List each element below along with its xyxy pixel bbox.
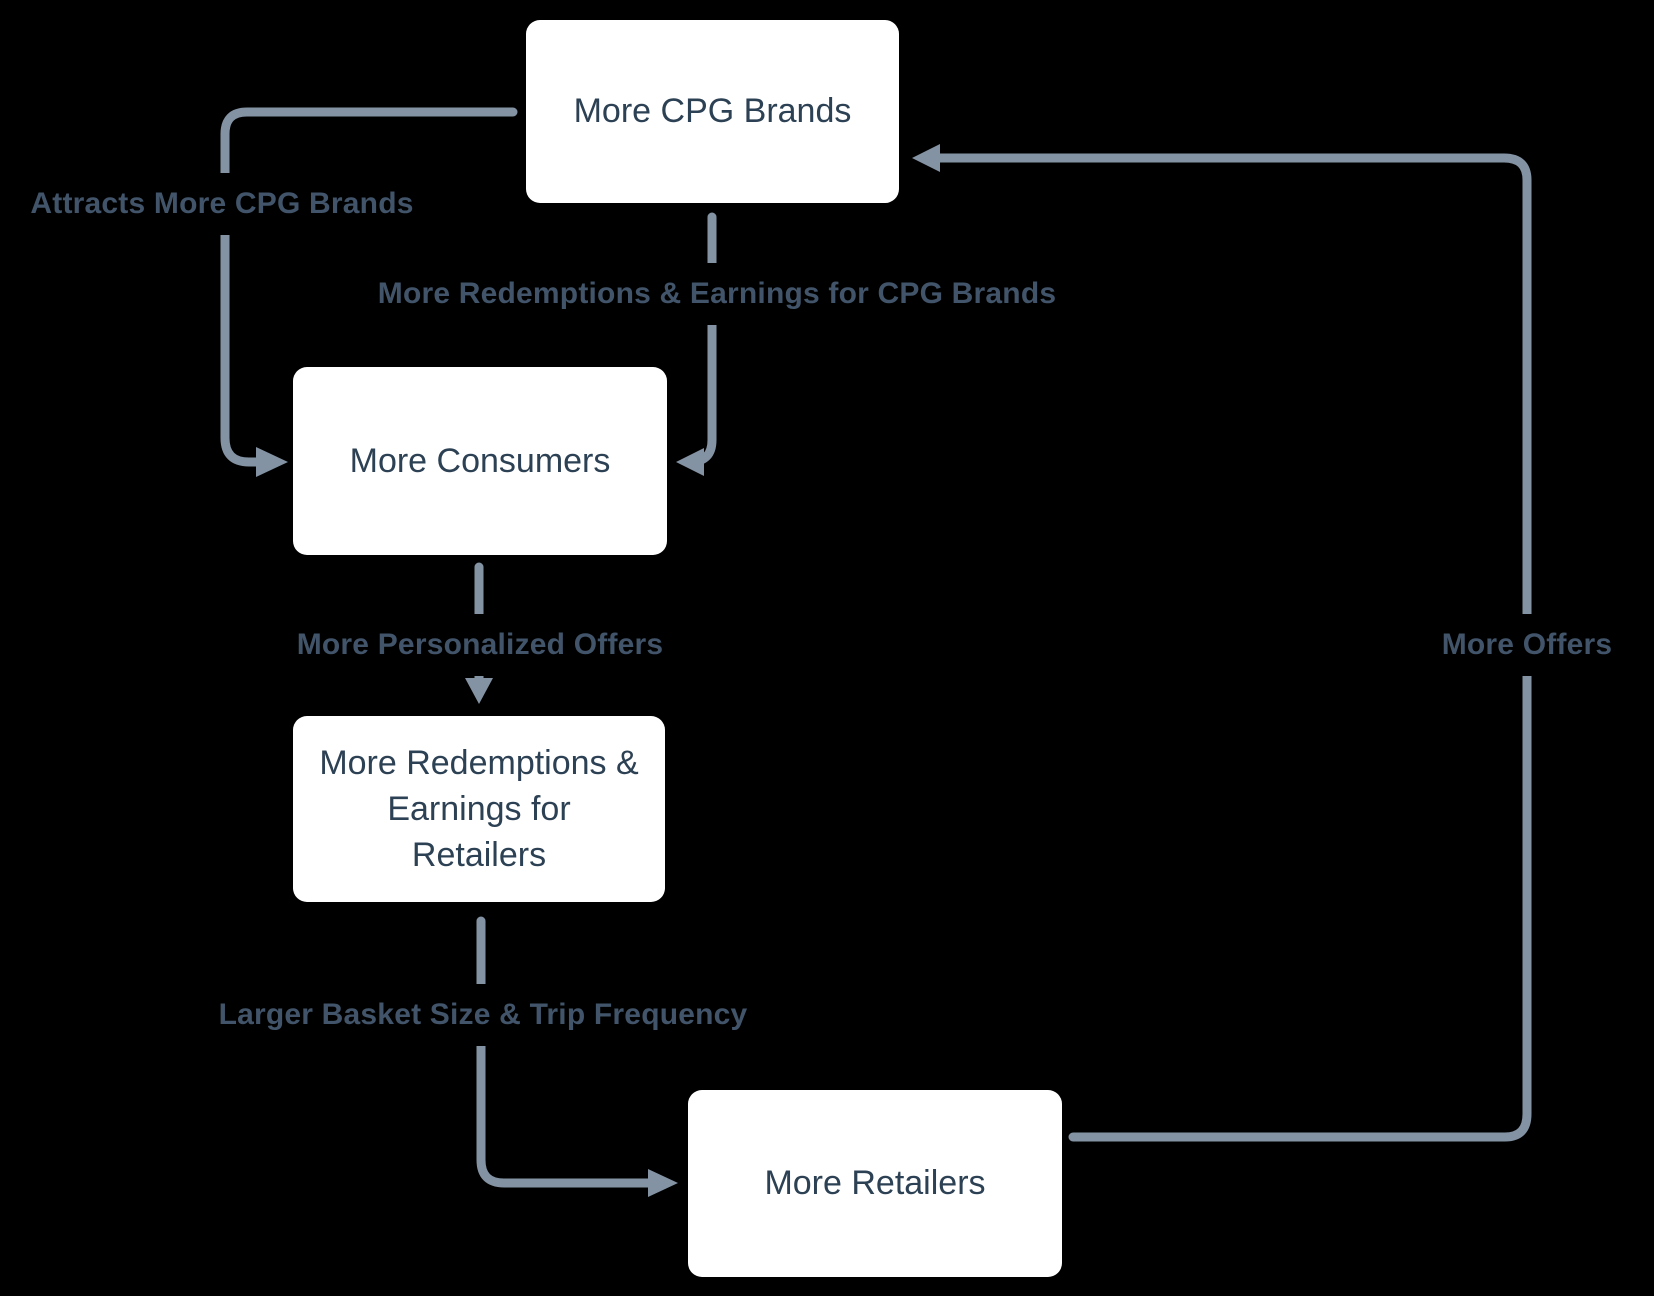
arrowhead-more-offers xyxy=(912,144,940,172)
edge-label-more-redemptions-earnings-cpg: More Redemptions & Earnings for CPG Bran… xyxy=(365,263,1069,325)
node-more-retailers: More Retailers xyxy=(688,1090,1062,1277)
edge-label-attracts-more-cpg-brands: Attracts More CPG Brands xyxy=(18,173,426,235)
connector-attracts xyxy=(220,107,518,467)
node-more-consumers: More Consumers xyxy=(293,367,667,555)
node-more-redemptions-earnings-retailers: More Redemptions & Earnings for Retailer… xyxy=(293,716,665,902)
arrowhead-personalized-offers xyxy=(465,678,493,704)
edge-label-more-personalized-offers: More Personalized Offers xyxy=(284,614,676,676)
node-more-cpg-brands: More CPG Brands xyxy=(526,20,899,203)
connector-redemptions-cpg xyxy=(685,212,717,467)
arrowhead-attracts xyxy=(256,447,288,477)
arrowhead-basket-trip xyxy=(648,1169,678,1197)
connector-basket-trip xyxy=(476,916,655,1188)
arrowhead-redemptions-cpg xyxy=(676,448,704,476)
edge-label-more-offers: More Offers xyxy=(1429,614,1625,676)
edge-label-larger-basket-trip-frequency: Larger Basket Size & Trip Frequency xyxy=(206,984,760,1046)
